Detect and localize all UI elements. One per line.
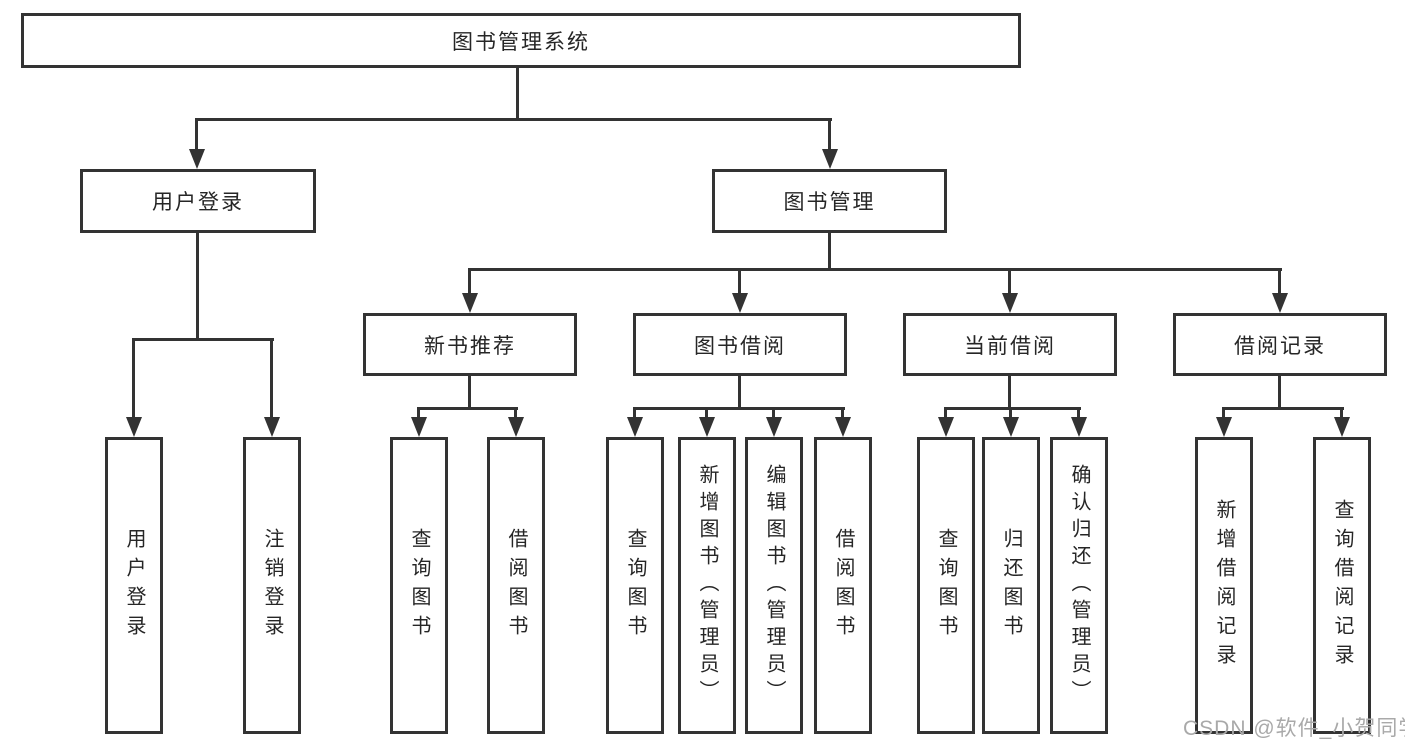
connector-arrow-d1-stem <box>944 407 947 419</box>
connector-arrow-user-login-stem <box>195 118 198 151</box>
arrowhead-c4 <box>835 417 851 437</box>
connector-arrow-d2-stem <box>1009 407 1012 419</box>
leaf-cb-confirm-return-admin-label: 确认归还（管理员） <box>1068 464 1090 707</box>
node-root: 图书管理系统 <box>21 13 1021 68</box>
connector-group-d-stem <box>1008 376 1011 407</box>
connector-arrow-book-mgmt-stem <box>828 118 831 151</box>
connector-arrow-current-borrow-stem <box>1008 268 1011 295</box>
arrowhead-leaf-logout <box>264 417 280 437</box>
leaf-bb-edit-books-admin: 编辑图书（管理员） <box>745 437 803 734</box>
connector-arrow-borrow-record-stem <box>1278 268 1281 295</box>
leaf-user-login-label: 用户登录 <box>123 527 145 644</box>
connector-book-mgmt-stem <box>828 233 831 268</box>
connector-arrow-leaf-login-stem <box>132 338 135 419</box>
connector-arrow-b1-stem <box>417 407 420 419</box>
connector-group-e-stem <box>1278 376 1281 407</box>
arrowhead-current-borrow <box>1002 293 1018 313</box>
leaf-cb-return-books: 归还图书 <box>982 437 1040 734</box>
node-book-borrow: 图书借阅 <box>633 313 847 376</box>
node-root-label: 图书管理系统 <box>452 30 590 54</box>
connector-group-d-branch <box>944 407 1081 410</box>
connector-root-stem <box>516 68 519 118</box>
connector-group-b-stem <box>468 376 471 407</box>
connector-arrow-e1-stem <box>1222 407 1225 419</box>
arrowhead-book-mgmt <box>822 149 838 169</box>
connector-arrow-b2-stem <box>514 407 517 419</box>
leaf-cb-query-books-label: 查询图书 <box>935 527 957 644</box>
connector-arrow-c3-stem <box>772 407 775 419</box>
leaf-cb-query-books: 查询图书 <box>917 437 975 734</box>
node-current-borrow: 当前借阅 <box>903 313 1117 376</box>
arrowhead-d3 <box>1071 417 1087 437</box>
leaf-br-query-record-label: 查询借阅记录 <box>1331 498 1353 673</box>
connector-arrow-d3-stem <box>1077 407 1080 419</box>
leaf-bb-edit-books-admin-label: 编辑图书（管理员） <box>763 464 785 707</box>
connector-group-c-stem <box>738 376 741 407</box>
arrowhead-user-login <box>189 149 205 169</box>
node-new-book-rec: 新书推荐 <box>363 313 577 376</box>
leaf-br-add-record-label: 新增借阅记录 <box>1213 498 1235 673</box>
leaf-nbr-borrow-books: 借阅图书 <box>487 437 545 734</box>
leaf-bb-query-books: 查询图书 <box>606 437 664 734</box>
leaf-bb-add-books-admin: 新增图书（管理员） <box>678 437 736 734</box>
node-book-mgmt: 图书管理 <box>712 169 947 233</box>
leaf-bb-query-books-label: 查询图书 <box>624 527 646 644</box>
arrowhead-new-book <box>462 293 478 313</box>
connector-group-c-branch <box>633 407 845 410</box>
arrowhead-e1 <box>1216 417 1232 437</box>
leaf-bb-add-books-admin-label: 新增图书（管理员） <box>696 464 718 707</box>
arrowhead-b1 <box>411 417 427 437</box>
leaf-user-login: 用户登录 <box>105 437 163 734</box>
connector-arrow-book-borrow-stem <box>738 268 741 295</box>
leaf-nbr-borrow-books-label: 借阅图书 <box>505 527 527 644</box>
node-borrow-record-label: 借阅记录 <box>1234 334 1326 358</box>
leaf-br-add-record: 新增借阅记录 <box>1195 437 1253 734</box>
leaf-logout-label: 注销登录 <box>261 527 283 644</box>
connector-arrow-c1-stem <box>633 407 636 419</box>
arrowhead-c3 <box>766 417 782 437</box>
connector-root-branch <box>196 118 832 121</box>
leaf-logout: 注销登录 <box>243 437 301 734</box>
node-user-login-label: 用户登录 <box>152 191 244 214</box>
arrowhead-c1 <box>627 417 643 437</box>
connector-user-login-stem <box>196 233 199 338</box>
connector-arrow-c2-stem <box>705 407 708 419</box>
leaf-bb-borrow-books-label: 借阅图书 <box>832 527 854 644</box>
node-current-borrow-label: 当前借阅 <box>964 334 1056 358</box>
arrowhead-c2 <box>699 417 715 437</box>
arrowhead-leaf-login <box>126 417 142 437</box>
node-book-borrow-label: 图书借阅 <box>694 334 786 358</box>
leaf-nbr-query-books: 查询图书 <box>390 437 448 734</box>
connector-group-b-branch <box>417 407 518 410</box>
arrowhead-b2 <box>508 417 524 437</box>
connector-user-login-branch <box>132 338 274 341</box>
arrowhead-e2 <box>1334 417 1350 437</box>
connector-arrow-c4-stem <box>841 407 844 419</box>
node-user-login: 用户登录 <box>80 169 316 233</box>
csdn-watermark: CSDN @软件_小贺同学 <box>1183 717 1405 740</box>
arrowhead-d2 <box>1003 417 1019 437</box>
arrowhead-borrow-record <box>1272 293 1288 313</box>
leaf-cb-return-books-label: 归还图书 <box>1000 527 1022 644</box>
connector-arrow-new-book-stem <box>468 268 471 295</box>
leaf-cb-confirm-return-admin: 确认归还（管理员） <box>1050 437 1108 734</box>
node-book-mgmt-label: 图书管理 <box>783 191 876 214</box>
connector-book-mgmt-branch <box>468 268 1282 271</box>
node-new-book-rec-label: 新书推荐 <box>424 334 516 358</box>
connector-arrow-leaf-logout-stem <box>270 338 273 419</box>
connector-group-e-branch <box>1222 407 1344 410</box>
leaf-br-query-record: 查询借阅记录 <box>1313 437 1371 734</box>
node-borrow-record: 借阅记录 <box>1173 313 1387 376</box>
leaf-bb-borrow-books: 借阅图书 <box>814 437 872 734</box>
arrowhead-book-borrow <box>732 293 748 313</box>
leaf-nbr-query-books-label: 查询图书 <box>408 527 430 644</box>
arrowhead-d1 <box>938 417 954 437</box>
connector-arrow-e2-stem <box>1340 407 1343 419</box>
